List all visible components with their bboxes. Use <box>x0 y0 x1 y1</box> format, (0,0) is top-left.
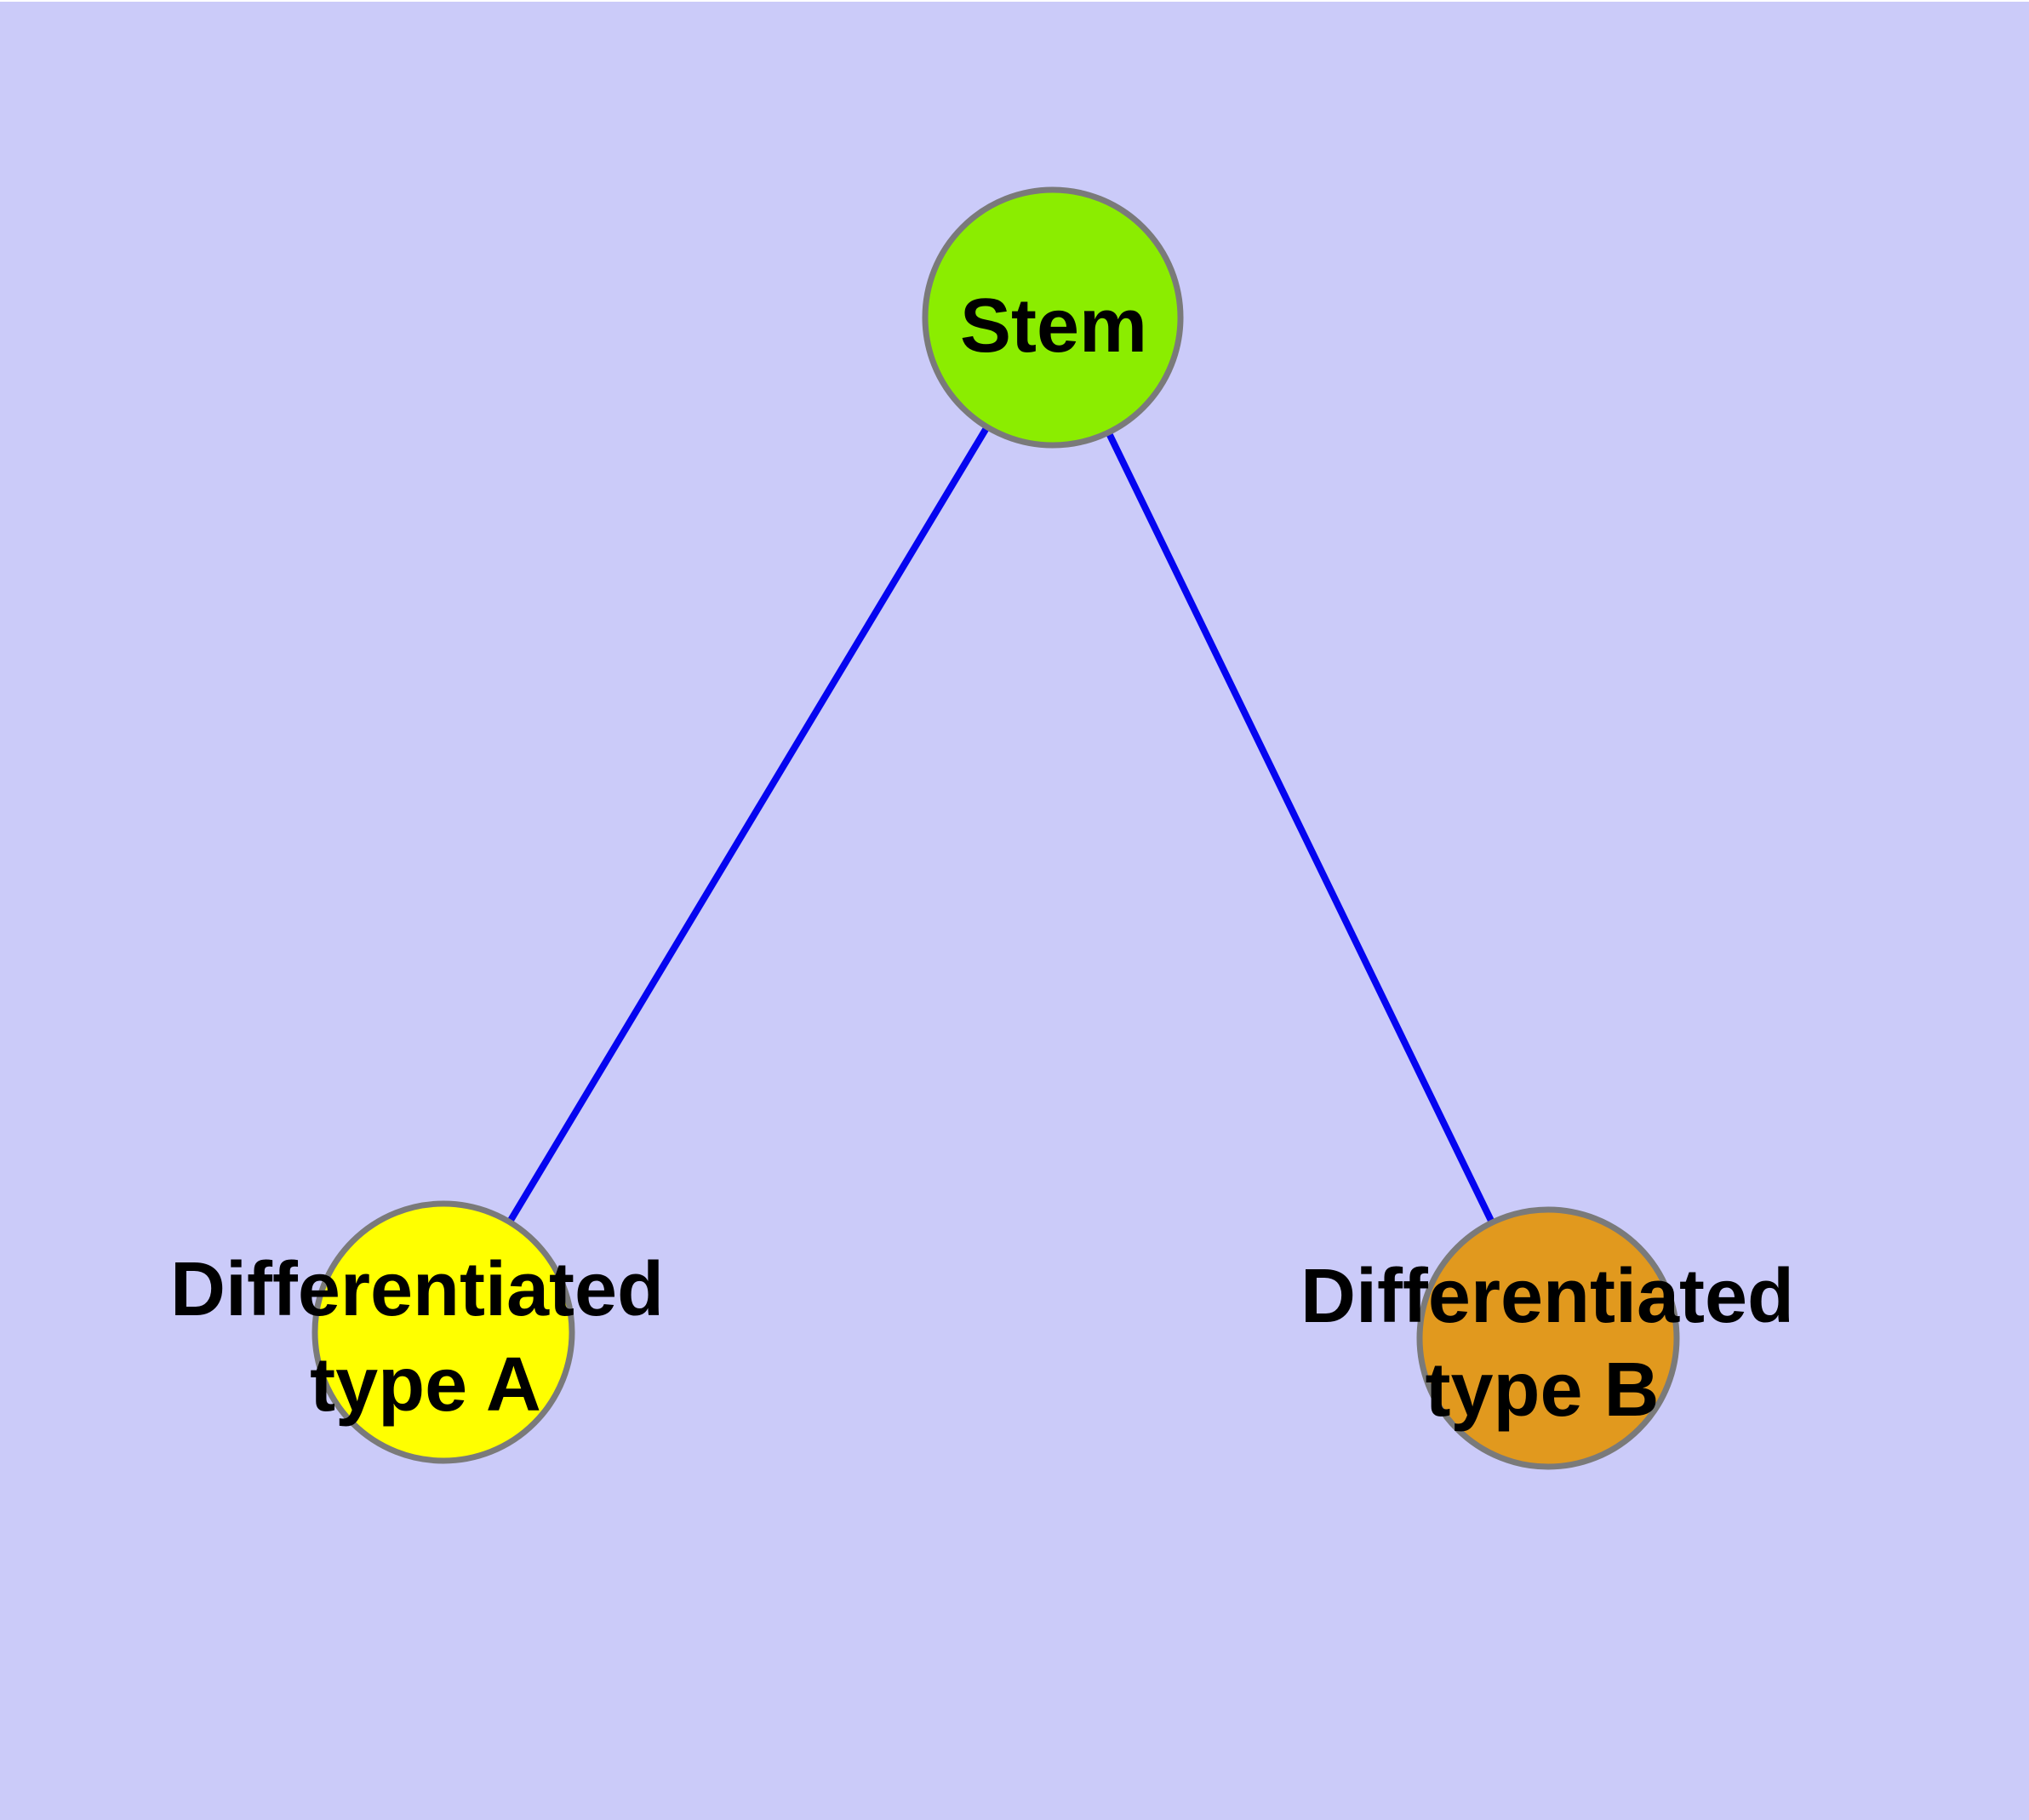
stem-node-circle <box>922 186 1184 449</box>
edge-stem-to-type-b <box>1049 314 1552 1342</box>
differentiated-type-b-label-line2: type B <box>1425 1348 1659 1433</box>
differentiated-type-a-label-line2: type A <box>310 1342 541 1428</box>
differentiated-type-b-node: Differentiated type B <box>1300 1206 1794 1470</box>
differentiated-type-a-node: Differentiated type A <box>170 1200 664 1464</box>
differentiated-type-a-circle <box>311 1200 575 1464</box>
edge-stem-to-type-a <box>440 314 1056 1336</box>
stem-node-label: Stem <box>960 283 1147 369</box>
differentiated-type-b-circle <box>1416 1206 1680 1470</box>
differentiated-type-a-label-line1: Differentiated <box>170 1247 664 1332</box>
differentiated-type-b-label-line1: Differentiated <box>1300 1254 1794 1339</box>
stem-node: Stem <box>922 186 1184 449</box>
